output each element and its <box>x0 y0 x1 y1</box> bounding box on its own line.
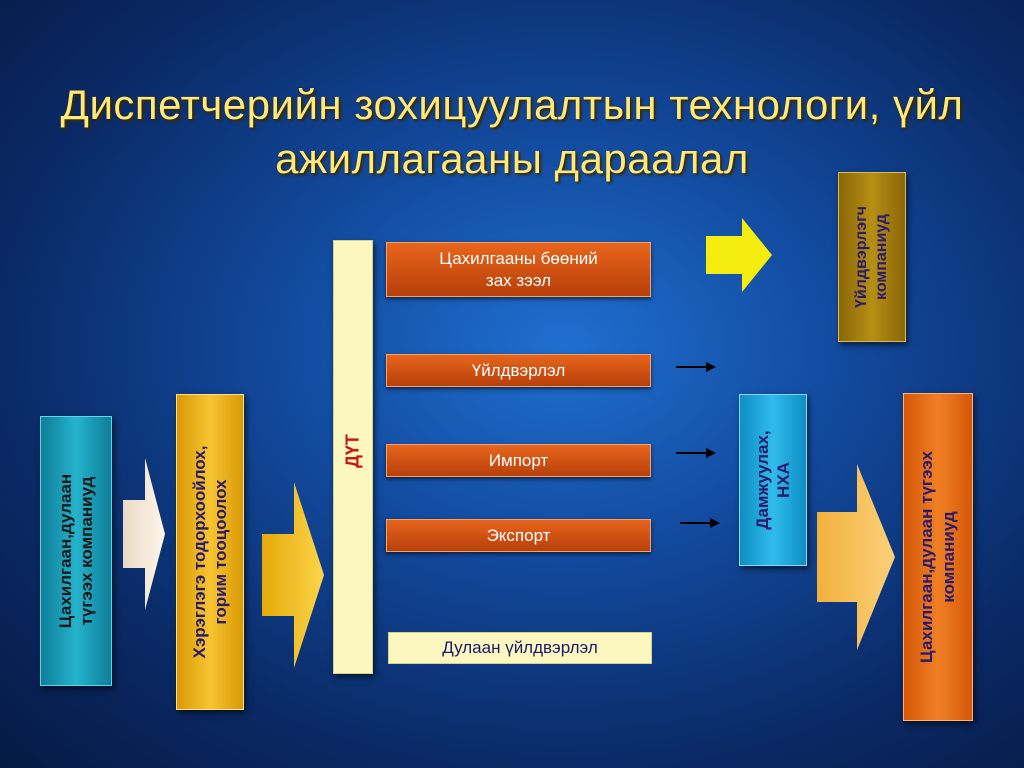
wholesale-market-button[interactable]: Цахилгааны бөөний зах зээл <box>386 242 651 297</box>
title-line-1: Диспетчерийн зохицуулалтын технологи, үй… <box>60 81 964 128</box>
consumption-forecast-label: Хэрэглэгэ тодорхоойлох, горим тооцоолох <box>190 445 230 659</box>
title-line-2: ажиллагааны дараалал <box>275 135 749 182</box>
right-distribution-companies-box: Цахилгаан,дулаан түгээх компаниуд <box>903 393 973 721</box>
market-arrow <box>706 218 772 292</box>
import-arrow <box>676 448 716 458</box>
heat-production-box: Дулаан үйлдвэрлэл <box>388 632 652 664</box>
consumption-forecast-box: Хэрэглэгэ тодорхоойлох, горим тооцоолох <box>176 394 244 710</box>
flow-arrow-2 <box>262 482 324 668</box>
heat-production-label: Дулаан үйлдвэрлэл <box>442 638 598 657</box>
producer-companies-label: Үйлдвэрлэгч компаниуд <box>853 205 890 309</box>
producer-companies-box: Үйлдвэрлэгч компаниуд <box>838 172 906 342</box>
flow-arrow-3 <box>817 464 895 650</box>
production-arrow <box>676 362 716 372</box>
production-button[interactable]: Үйлдвэрлэл <box>386 354 651 387</box>
transmission-box: Дамжуулах, НХА <box>739 394 807 566</box>
transmission-label: Дамжуулах, НХА <box>753 430 793 530</box>
distribution-companies-label: Цахилгаан,дулаан түгээх компаниуд <box>56 473 96 629</box>
distribution-companies-box: Цахилгаан,дулаан түгээх компаниуд <box>40 416 112 686</box>
export-arrow <box>680 518 720 528</box>
export-button[interactable]: Экспорт <box>386 519 651 552</box>
flow-arrow-1 <box>123 458 165 610</box>
dispatch-center-box: ДҮТ <box>333 240 373 674</box>
right-distribution-companies-label: Цахилгаан,дулаан түгээх компаниуд <box>917 451 958 663</box>
slide-title: Диспетчерийн зохицуулалтын технологи, үй… <box>0 78 1024 186</box>
dispatch-center-label: ДҮТ <box>342 434 363 468</box>
import-button[interactable]: Импорт <box>386 444 651 477</box>
